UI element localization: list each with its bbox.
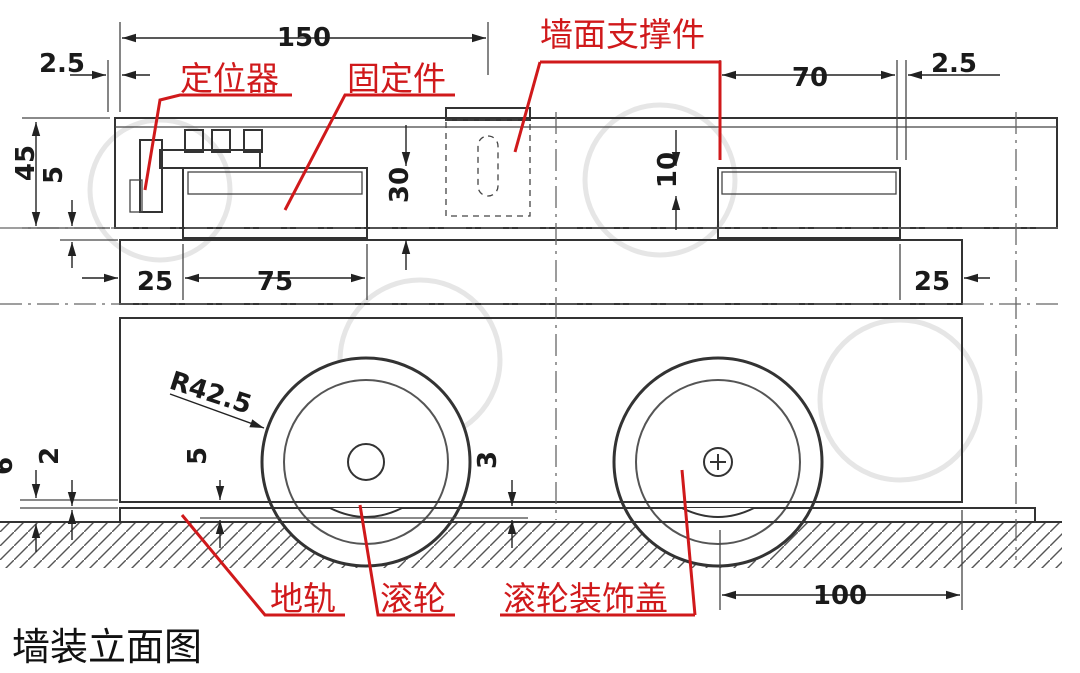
fixing-piece-right bbox=[717, 167, 901, 239]
dim-3: 3 bbox=[473, 451, 503, 469]
dim-2: 2 bbox=[35, 447, 65, 465]
dim-2-5-left: 2.5 bbox=[39, 49, 85, 79]
label-wall-support: 墙面支撑件 bbox=[540, 15, 705, 54]
fixing-piece-left bbox=[182, 167, 368, 239]
dim-45: 45 bbox=[11, 145, 41, 181]
label-leaders bbox=[143, 60, 722, 617]
dim-10: 10 bbox=[653, 152, 683, 188]
watermark bbox=[87, 102, 983, 483]
dim-2-5-right: 2.5 bbox=[931, 49, 977, 79]
dim-25-left: 25 bbox=[137, 267, 173, 297]
dim-70: 70 bbox=[792, 63, 828, 93]
center-lines bbox=[0, 112, 1062, 560]
dim-75: 75 bbox=[257, 267, 293, 297]
dim-25-right: 25 bbox=[914, 267, 950, 297]
dim-100: 100 bbox=[813, 581, 867, 611]
diagram-title: 墙装立面图 bbox=[12, 625, 202, 669]
extension-lines bbox=[20, 22, 963, 610]
roller-right bbox=[612, 356, 824, 568]
label-roller-cover: 滚轮装饰盖 bbox=[503, 579, 668, 618]
roller-left bbox=[260, 356, 472, 568]
dim-150: 150 bbox=[277, 23, 331, 53]
dimension-arrows bbox=[31, 33, 1000, 600]
dim-5-left: 5 bbox=[39, 166, 69, 184]
dim-5-bottom: 5 bbox=[183, 447, 213, 465]
label-floor-track: 地轨 bbox=[270, 579, 336, 618]
positioner bbox=[129, 129, 263, 213]
dim-6: 6 bbox=[0, 457, 19, 475]
label-fixing-piece: 固定件 bbox=[347, 59, 446, 98]
ground bbox=[0, 522, 1062, 568]
dim-30: 30 bbox=[385, 167, 415, 203]
dim-radius: R42.5 bbox=[166, 366, 255, 421]
panel-top-band bbox=[119, 239, 963, 305]
floor-track bbox=[119, 507, 1036, 523]
label-positioner: 定位器 bbox=[180, 59, 279, 98]
label-roller: 滚轮 bbox=[380, 579, 446, 618]
wall-support bbox=[445, 107, 531, 217]
